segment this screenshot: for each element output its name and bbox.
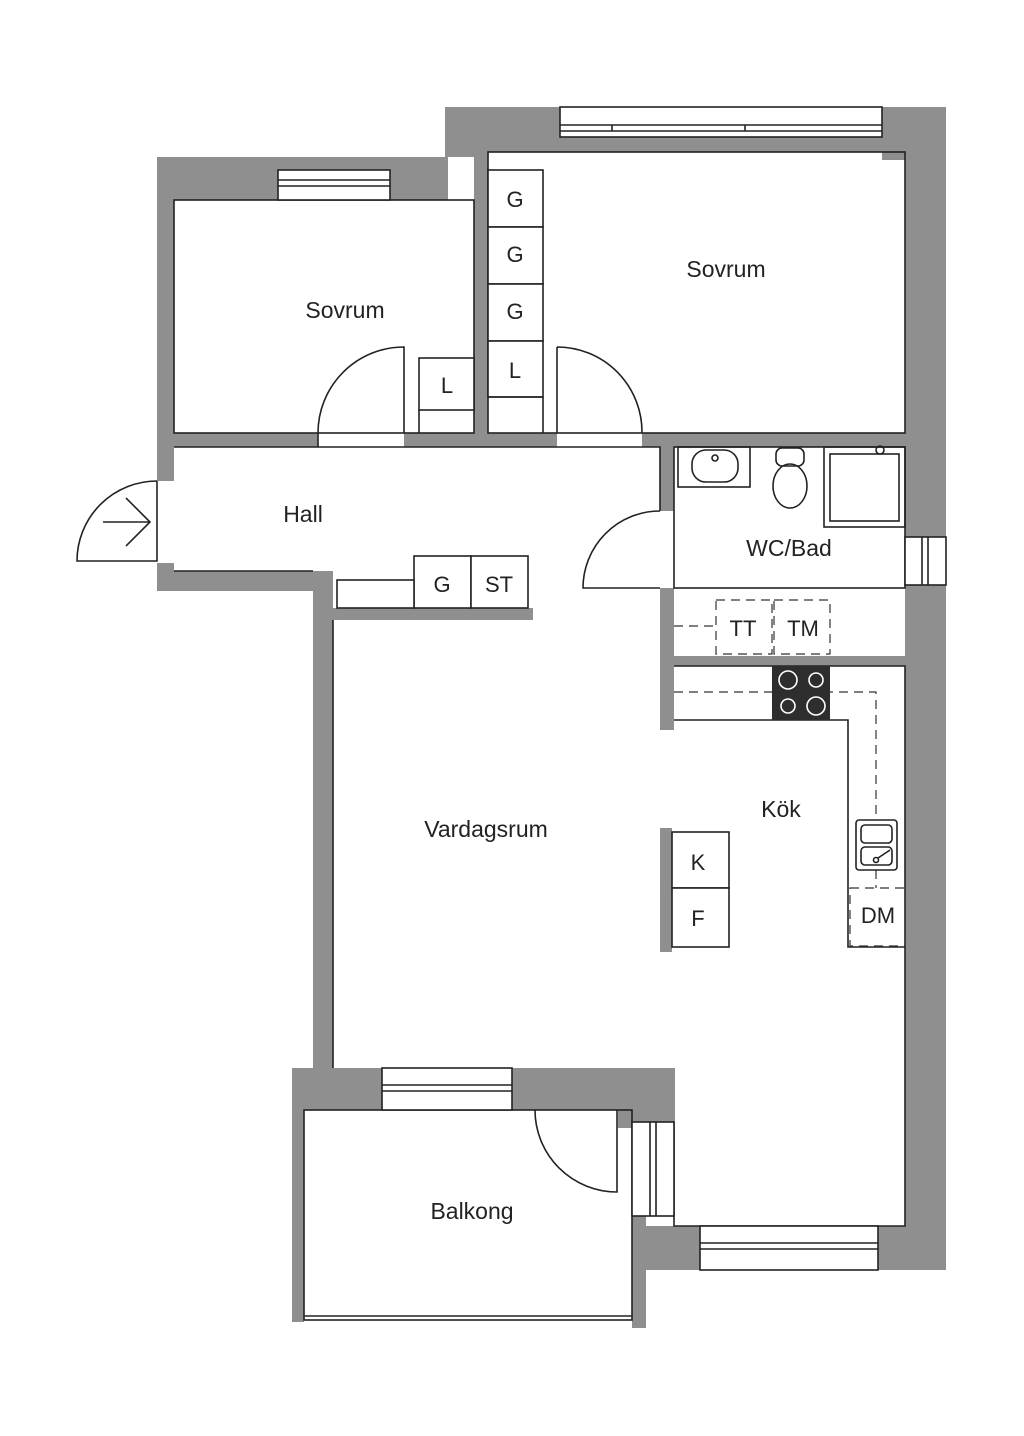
- window-living-bottom: [699, 1225, 879, 1271]
- room-label-kitchen: Kök: [761, 796, 801, 822]
- label-linen-right: L: [509, 358, 521, 383]
- label-linen-left: L: [441, 373, 453, 398]
- toilet-icon: [772, 447, 808, 509]
- wall-bedroom-left-bottom: [157, 433, 318, 447]
- window-bedroom-left: [277, 169, 391, 201]
- door-bedroom-left: [317, 346, 405, 447]
- wall-bedroom-left-left: [157, 157, 174, 447]
- door-entrance: [76, 480, 158, 562]
- wall-kitchen-island-stub: [660, 828, 672, 952]
- kitchen-sink-icon: [855, 819, 898, 871]
- label-hall-st: ST: [485, 572, 513, 597]
- label-f: F: [691, 906, 704, 931]
- wall-hall-shelf: [333, 608, 533, 620]
- wall-hall-left-top: [157, 433, 174, 481]
- wall-bedroom-divider: [474, 152, 488, 447]
- room-label-bath: WC/Bad: [746, 535, 832, 561]
- doors: [76, 346, 661, 1193]
- wall-right-upper: [905, 107, 946, 584]
- shower-icon: [823, 445, 906, 528]
- cupboards: [336, 169, 730, 948]
- wall-balcony-right: [618, 1068, 675, 1128]
- wall-balcony-left: [292, 1068, 304, 1322]
- label-dm: DM: [861, 903, 895, 928]
- label-wardrobe-g3: G: [506, 299, 523, 324]
- label-k: K: [691, 850, 706, 875]
- wall-hall-bottom: [157, 571, 333, 591]
- wall-balcony-top-right: [512, 1068, 632, 1110]
- wall-living-bottom-right: [878, 1226, 946, 1270]
- entrance-arrow-icon: [103, 497, 152, 547]
- window-living-side: [631, 1121, 675, 1217]
- label-hall-g: G: [433, 572, 450, 597]
- wall-balcony-top-left: [292, 1068, 382, 1110]
- room-label-bedroom-left: Sovrum: [305, 297, 384, 323]
- wall-right-lower: [905, 584, 946, 1270]
- kitchen-counter: [674, 599, 906, 948]
- door-balcony: [534, 1109, 618, 1193]
- wall-bedroom-right-bottom: [642, 433, 905, 447]
- window-balcony-door: [381, 1067, 513, 1111]
- label-wardrobe-g1: G: [506, 187, 523, 212]
- door-bath: [582, 510, 661, 589]
- window-bedroom-right: [559, 106, 883, 138]
- label-tt: TT: [730, 616, 757, 641]
- label-wardrobe-g2: G: [506, 242, 523, 267]
- room-label-hall: Hall: [283, 501, 323, 527]
- windows: [277, 106, 947, 1317]
- wall-living-left: [313, 571, 333, 1071]
- washbasin-icon: [677, 446, 751, 488]
- label-tm: TM: [787, 616, 819, 641]
- door-bedroom-right: [556, 346, 643, 434]
- room-label-bedroom-right: Sovrum: [686, 256, 765, 282]
- stove-icon: [772, 666, 830, 720]
- wall-bath-left: [660, 447, 674, 511]
- wall-bath-bottom: [660, 656, 905, 666]
- room-label-balcony: Balkong: [430, 1198, 513, 1224]
- window-bath: [904, 536, 947, 586]
- room-label-living: Vardagsrum: [424, 816, 548, 842]
- wall-living-bottom-left: [632, 1226, 700, 1270]
- wall-notch-side: [445, 107, 488, 157]
